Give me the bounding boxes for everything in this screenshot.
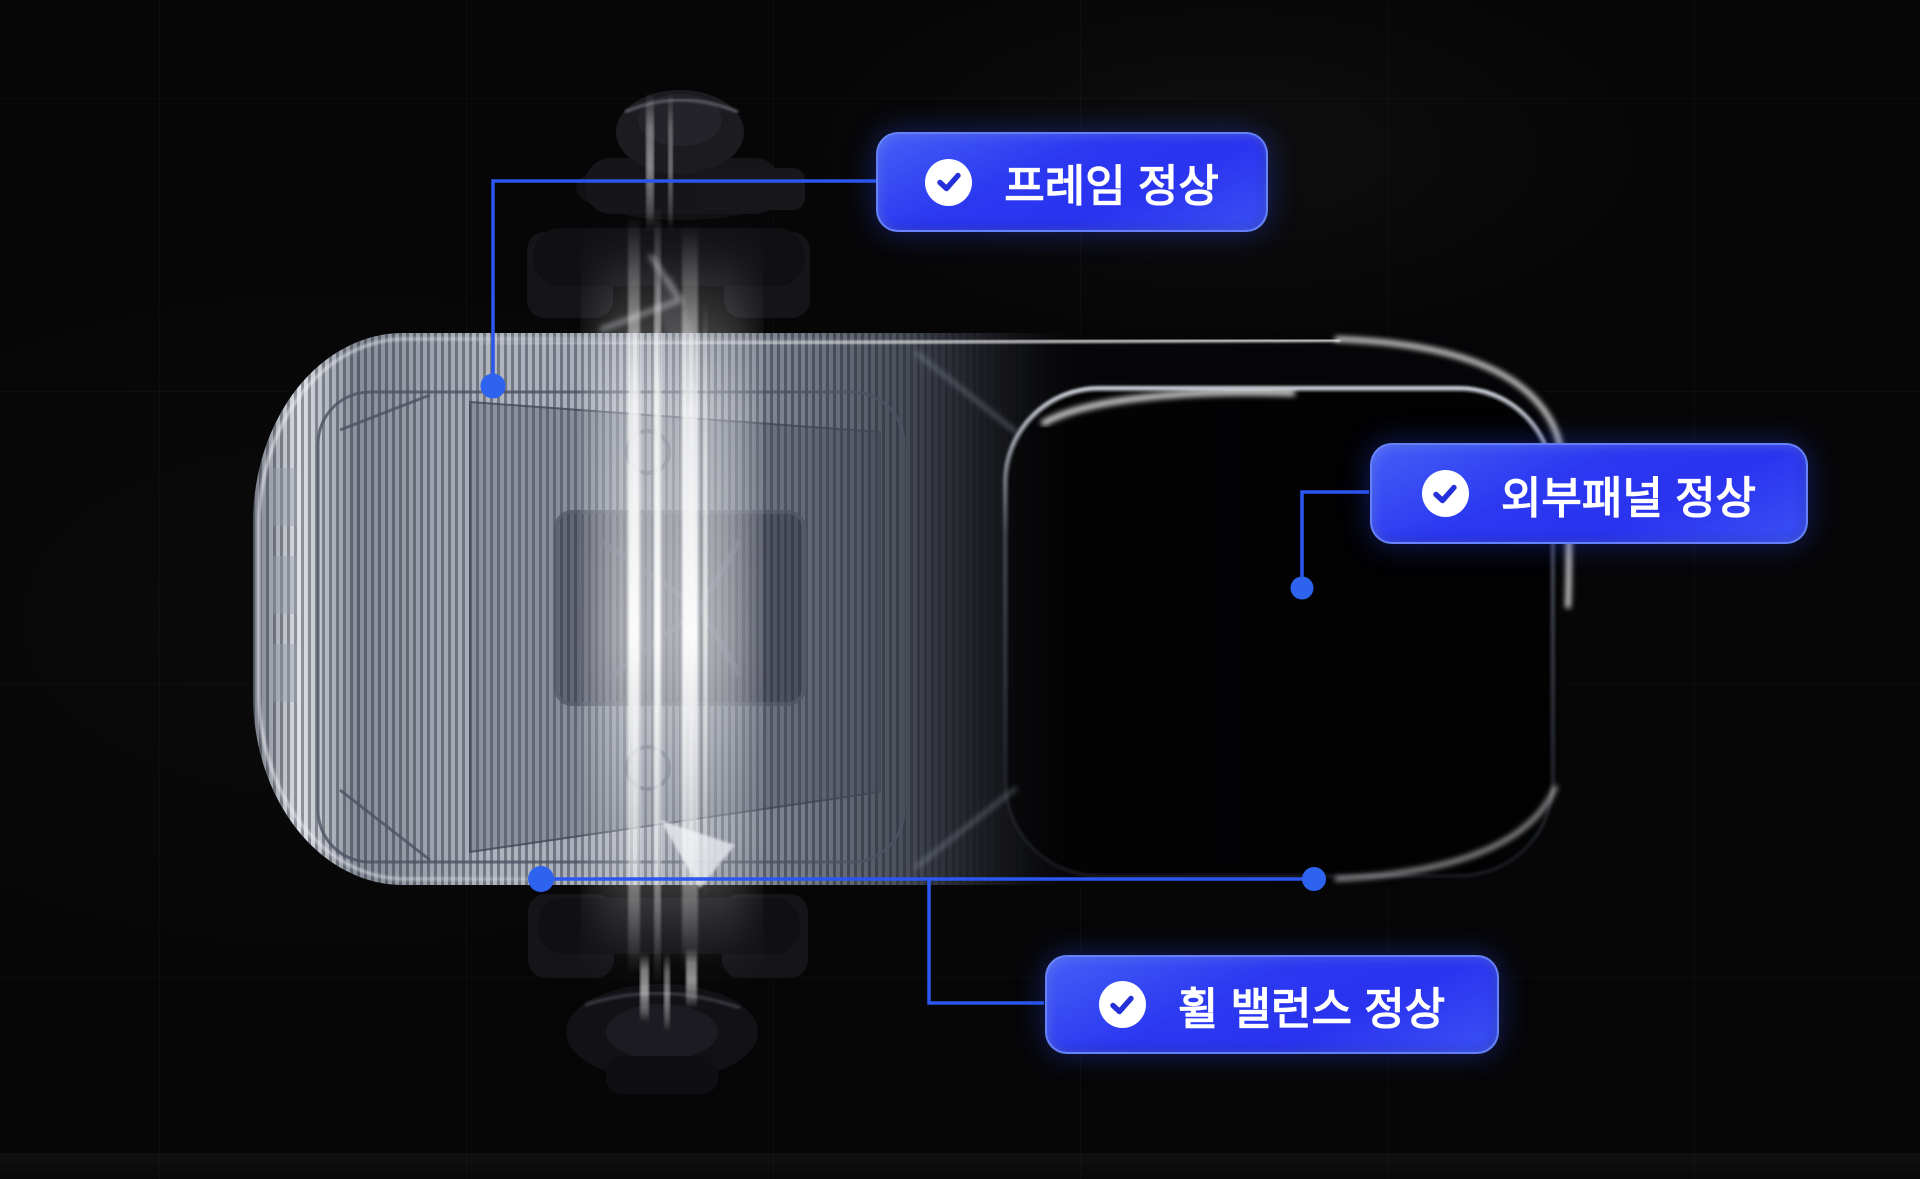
callout-frame-status: 프레임 정상	[876, 132, 1268, 232]
connector-frame	[491, 179, 877, 380]
callout-wheel-balance-label: 휠 밸런스 정상	[1177, 984, 1446, 1034]
callout-frame-label: 프레임 정상	[1004, 162, 1219, 211]
light-streaks	[596, 92, 748, 1032]
callout-exterior-panel-label: 외부패널 정상	[1500, 473, 1757, 523]
callout-wheel-balance-status: 휠 밸런스 정상	[1045, 955, 1499, 1054]
floor-edge	[0, 1153, 1920, 1179]
check-circle-icon	[1421, 470, 1469, 517]
dot-wheel-right	[1302, 867, 1326, 891]
dot-exterior-panel	[1290, 576, 1314, 600]
connector-dots	[480, 373, 1326, 892]
connector-lines	[491, 179, 1369, 1005]
dot-frame	[480, 373, 506, 399]
connector-wheel-balance-drop	[927, 879, 1044, 1005]
check-circle-icon	[925, 158, 973, 206]
dot-wheel-left	[528, 866, 554, 892]
callout-exterior-panel-status: 외부패널 정상	[1370, 443, 1808, 544]
car-body	[253, 253, 1572, 888]
connector-exterior-panel	[1300, 490, 1369, 580]
check-circle-icon	[1098, 981, 1146, 1028]
